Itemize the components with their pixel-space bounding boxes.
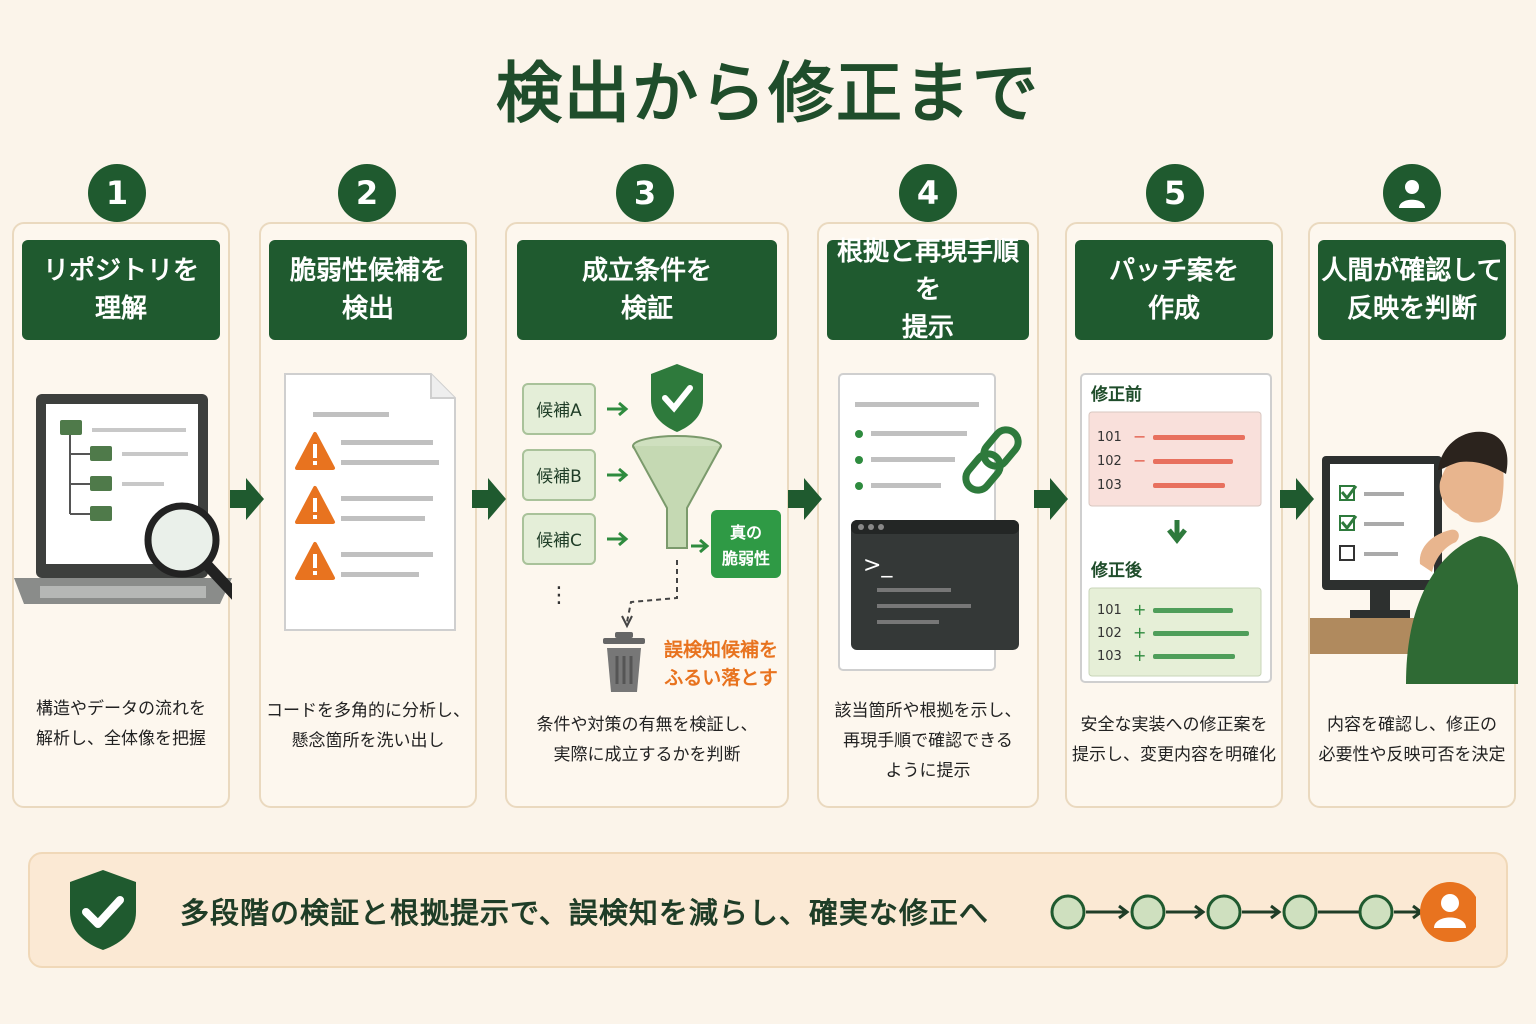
document-warnings-illustration <box>284 373 456 631</box>
step-6-title: 人間が確認して 反映を判断 <box>1318 240 1506 340</box>
funnel-icon <box>632 435 722 554</box>
candidate-a-label: 候補A <box>536 401 582 421</box>
arrow-right-icon <box>1034 478 1068 520</box>
step-1-card: リポジトリを 理解 構造やデータの流れを 解析し、全体像を把握 <box>12 222 232 808</box>
before-line-number: 102 <box>1097 454 1122 469</box>
shield-check-icon <box>70 870 136 950</box>
true-vulnerability-line-1: 真の <box>730 523 762 542</box>
step-2-title: 脆弱性候補を 検出 <box>269 240 467 340</box>
candidate-a-box: 候補A <box>522 383 629 435</box>
summary-banner: 多段階の検証と根拠提示で、誤検知を減らし、確実な修正へ <box>28 852 1508 968</box>
before-label: 修正前 <box>1090 384 1142 405</box>
after-line-number: 103 <box>1097 649 1122 664</box>
step-3-title: 成立条件を 検証 <box>517 240 777 340</box>
step-5-card: パッチ案を 作成 修正前 101 102 103 − − 修正後 101 102… <box>1065 222 1283 808</box>
step-3-badge: 3 <box>616 164 674 222</box>
shield-check-icon <box>651 364 703 432</box>
arrow-right-icon <box>472 478 506 520</box>
plus-marker: + <box>1133 600 1146 619</box>
evidence-terminal-illustration: >_ <box>838 373 1022 671</box>
before-line-number: 103 <box>1097 478 1122 493</box>
chain-link-icon <box>962 426 1022 494</box>
terminal-prompt: >_ <box>863 553 893 578</box>
plus-marker: + <box>1133 646 1146 665</box>
step-4-card: 根拠と再現手順を 提示 >_ 該当箇所や根拠を示し、 再現手順で確認できる よう… <box>817 222 1039 808</box>
after-line-number: 101 <box>1097 603 1122 618</box>
summary-text: 多段階の検証と根拠提示で、誤検知を減らし、確実な修正へ <box>180 896 989 930</box>
step-3-description: 条件や対策の有無を検証し、 実際に成立するかを判断 <box>536 715 758 765</box>
warning-icon <box>295 486 335 524</box>
after-line-number: 102 <box>1097 626 1122 641</box>
arrow-right-icon <box>1280 478 1314 520</box>
step-2-badge: 2 <box>338 164 396 222</box>
candidate-b-box: 候補B <box>522 449 629 501</box>
laptop-search-illustration <box>14 394 232 604</box>
step-3-card: 成立条件を 検証 候補A 候補B 候補C ⋮ <box>505 222 789 808</box>
step-5-description: 安全な実装への修正案を 提示し、変更内容を明確化 <box>1072 715 1276 765</box>
candidate-b-label: 候補B <box>536 467 582 487</box>
before-line-number: 101 <box>1097 430 1122 445</box>
candidate-c-box: 候補C <box>522 513 629 565</box>
step-4-badge: 4 <box>899 164 957 222</box>
progress-circle <box>1206 894 1242 930</box>
false-positive-line-2: ふるい落とす <box>664 666 777 689</box>
person-icon <box>1399 180 1425 208</box>
true-vulnerability-line-2: 脆弱性 <box>722 549 770 568</box>
arrow-right-icon <box>230 478 264 520</box>
progress-circle <box>1050 894 1086 930</box>
step-1-badge: 1 <box>88 164 146 222</box>
person-thinking-icon <box>1406 431 1518 684</box>
user-icon <box>1383 164 1441 222</box>
progress-circle <box>1282 894 1318 930</box>
step-6-description: 内容を確認し、修正の 必要性や反映可否を決定 <box>1318 715 1506 765</box>
patch-diff-illustration: 修正前 101 102 103 − − 修正後 101 102 103 + + … <box>1080 373 1272 683</box>
false-positive-line-1: 誤検知候補を <box>664 638 778 661</box>
step-5-badge: 5 <box>1146 164 1204 222</box>
candidate-c-label: 候補C <box>536 531 582 551</box>
user-icon <box>1420 882 1476 942</box>
step-4-title: 根拠と再現手順を 提示 <box>827 237 1029 343</box>
after-label: 修正後 <box>1090 560 1143 581</box>
step-1-description: 構造やデータの流れを 解析し、全体像を把握 <box>36 699 206 749</box>
folder-tree-icon <box>60 420 188 521</box>
warning-icon <box>295 542 335 580</box>
progress-circle <box>1130 894 1166 930</box>
plus-marker: + <box>1133 623 1146 642</box>
minus-marker: − <box>1133 451 1146 470</box>
step-1-title: リポジトリを 理解 <box>22 240 220 340</box>
checklist-icon <box>1339 485 1404 561</box>
arrow-right-icon <box>788 478 822 520</box>
terminal-window: >_ <box>851 520 1019 650</box>
human-review-illustration <box>1310 431 1518 684</box>
progress-chain <box>1050 882 1476 942</box>
magnifier-icon <box>144 502 232 600</box>
step-2-card: 脆弱性候補を 検出 コードを多角的に分析し、 懸念箇所を洗い出し <box>259 222 477 808</box>
progress-circle <box>1358 894 1394 930</box>
minus-marker: − <box>1133 427 1146 446</box>
funnel-verification-illustration: 候補A 候補B 候補C ⋮ 真の 脆弱性 <box>522 364 781 692</box>
true-vulnerability-box: 真の 脆弱性 <box>711 510 781 578</box>
trash-icon <box>603 632 645 692</box>
page-title: 検出から修正まで <box>496 55 1040 132</box>
step-5-title: パッチ案を 作成 <box>1075 240 1273 340</box>
step-4-description: 該当箇所や根拠を示し、 再現手順で確認できる ように提示 <box>834 701 1022 781</box>
step-2-description: コードを多角的に分析し、 懸念箇所を洗い出し <box>266 701 470 751</box>
more-candidates-ellipsis: ⋮ <box>548 583 570 608</box>
step-6-card: 人間が確認して 反映を判断 内容を確認し、修正の 必要性や反映可否を決定 <box>1308 222 1518 808</box>
warning-icon <box>295 432 335 470</box>
